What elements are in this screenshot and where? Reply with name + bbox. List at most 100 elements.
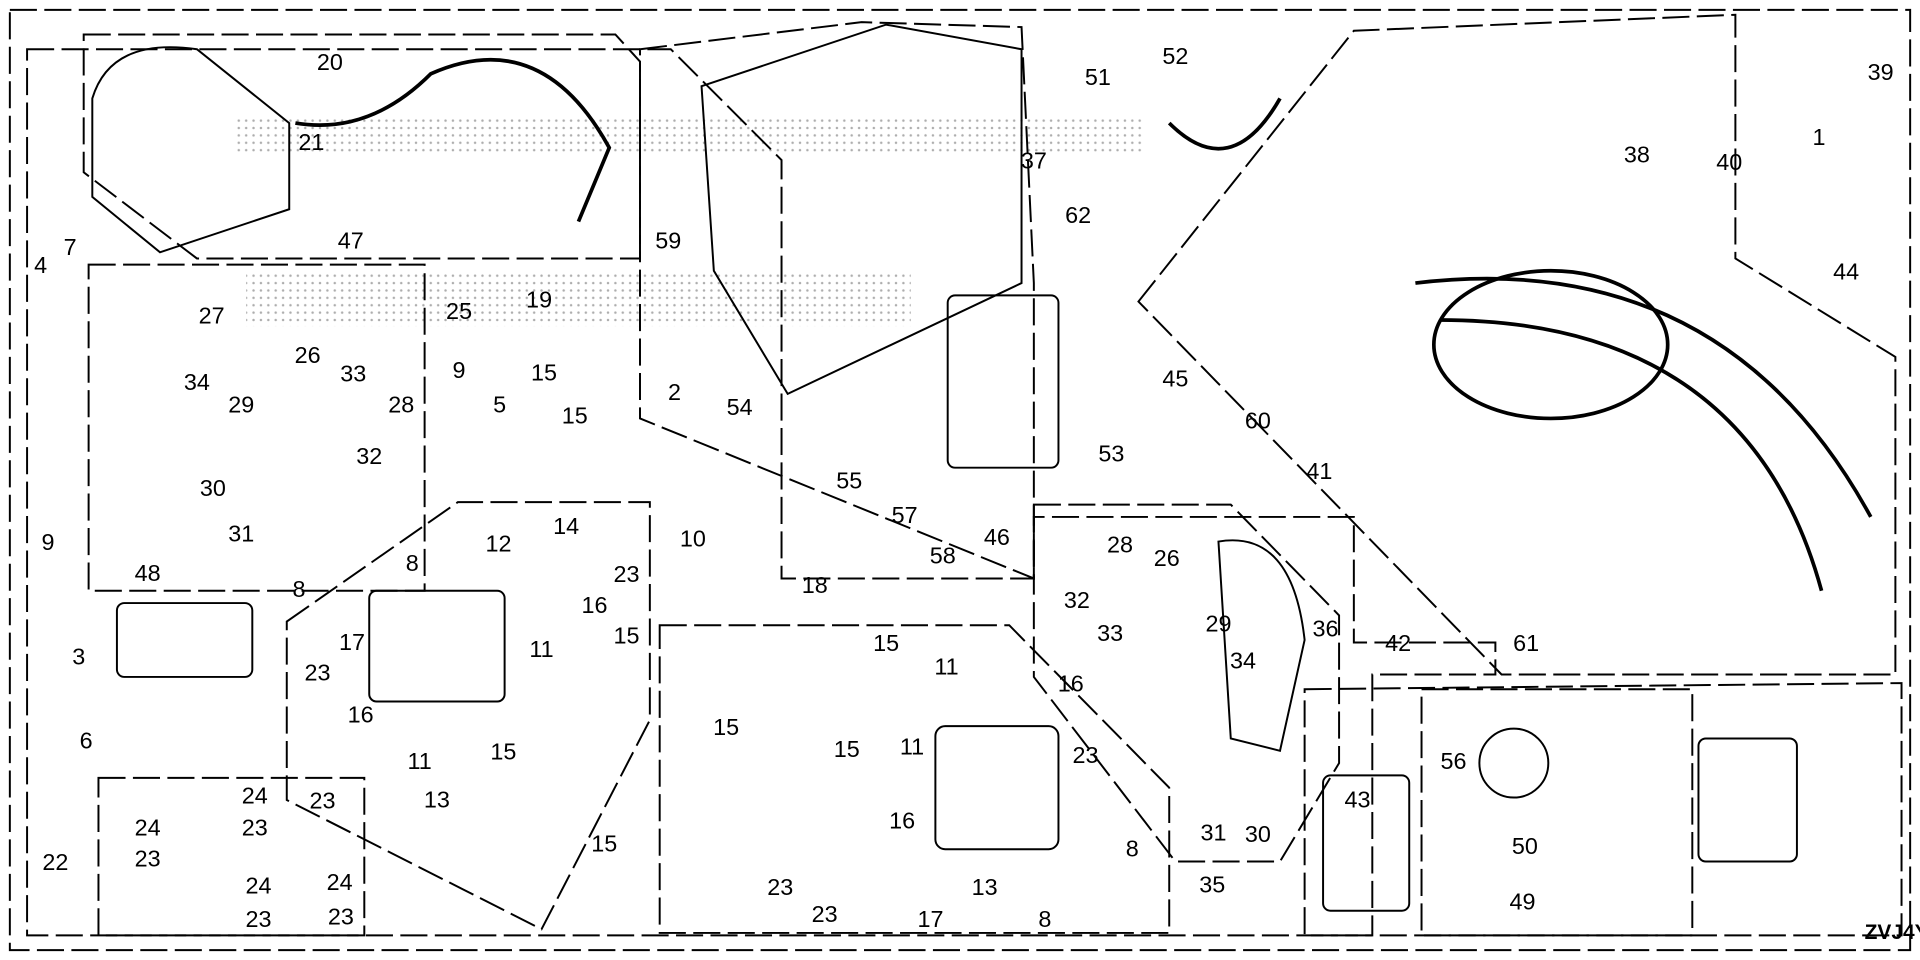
callout-26: 26 <box>295 342 321 368</box>
callout-28: 28 <box>388 391 414 417</box>
callout-6: 6 <box>80 727 93 753</box>
callout-12: 12 <box>485 530 511 556</box>
frame-22 <box>97 776 366 937</box>
callout-23: 23 <box>812 901 838 927</box>
callout-20: 20 <box>317 49 343 75</box>
callout-60: 60 <box>1245 407 1271 433</box>
callout-16: 16 <box>1058 671 1084 697</box>
callout-34: 34 <box>1230 647 1256 673</box>
callout-24: 24 <box>135 815 161 841</box>
callout-11: 11 <box>529 636 553 662</box>
callout-3: 3 <box>72 644 85 670</box>
callout-58: 58 <box>930 543 956 569</box>
callout-47: 47 <box>338 228 364 254</box>
callout-25: 25 <box>446 298 472 324</box>
callout-52: 52 <box>1162 43 1188 69</box>
callout-16: 16 <box>889 807 915 833</box>
harness-51 <box>1167 97 1282 151</box>
callout-29: 29 <box>228 391 254 417</box>
callout-23: 23 <box>242 815 268 841</box>
callout-9: 9 <box>453 357 466 383</box>
callout-16: 16 <box>581 592 607 618</box>
callout-28: 28 <box>1107 532 1133 558</box>
callout-44: 44 <box>1833 258 1859 284</box>
callout-30: 30 <box>1245 821 1271 847</box>
harness-20 <box>295 58 612 223</box>
callout-24: 24 <box>242 783 268 809</box>
callout-17: 17 <box>917 906 943 932</box>
ecu-46 <box>946 294 1060 469</box>
callout-15: 15 <box>562 402 588 428</box>
outer-frame <box>8 8 1912 952</box>
callout-15: 15 <box>531 359 557 385</box>
callout-8: 8 <box>293 576 306 602</box>
callout-61: 61 <box>1513 630 1539 656</box>
callout-43: 43 <box>1345 786 1371 812</box>
callout-10: 10 <box>680 525 706 551</box>
callout-30: 30 <box>200 475 226 501</box>
callout-33: 33 <box>1097 620 1123 646</box>
callout-34: 34 <box>184 369 210 395</box>
callout-23: 23 <box>135 845 161 871</box>
callout-9: 9 <box>41 529 54 555</box>
group-frames <box>8 8 1912 952</box>
frame-35 <box>1032 503 1341 863</box>
part-sketches <box>91 23 1873 912</box>
callout-7: 7 <box>64 234 77 260</box>
diagram-code: ZVJ4Y0310 <box>1865 921 1920 944</box>
frame-10 <box>285 501 651 931</box>
harness-44 <box>1415 276 1873 592</box>
callout-14: 14 <box>553 513 579 539</box>
frame-42 <box>1303 682 1903 937</box>
switch-part <box>1478 727 1550 799</box>
callout-40: 40 <box>1716 149 1742 175</box>
callout-32: 32 <box>1064 587 1090 613</box>
callout-48: 48 <box>135 560 161 586</box>
callout-1: 1 <box>1813 124 1826 150</box>
callout-50: 50 <box>1512 833 1538 859</box>
callout-8: 8 <box>1038 906 1051 932</box>
callout-23: 23 <box>328 903 354 929</box>
callout-23: 23 <box>613 561 639 587</box>
callout-13: 13 <box>972 874 998 900</box>
callout-21: 21 <box>298 129 324 155</box>
callout-26: 26 <box>1154 545 1180 571</box>
callout-8: 8 <box>1126 836 1139 862</box>
callout-53: 53 <box>1098 441 1124 467</box>
callout-33: 33 <box>340 361 366 387</box>
cover-part <box>91 46 291 254</box>
callout-2: 2 <box>668 379 681 405</box>
callout-32: 32 <box>356 443 382 469</box>
callout-23: 23 <box>309 788 335 814</box>
frame-1 <box>1137 13 1897 676</box>
callout-24: 24 <box>245 873 271 899</box>
callout-15: 15 <box>713 714 739 740</box>
callout-23: 23 <box>245 906 271 932</box>
callout-42: 42 <box>1385 630 1411 656</box>
frame-2 <box>639 21 1035 580</box>
callout-39: 39 <box>1868 59 1894 85</box>
callout-27: 27 <box>199 303 225 329</box>
callout-45: 45 <box>1162 365 1188 391</box>
callout-38: 38 <box>1624 141 1650 167</box>
callout-19: 19 <box>526 287 552 313</box>
cover-43 <box>1322 774 1411 912</box>
callout-57: 57 <box>892 502 918 528</box>
callout-15: 15 <box>490 738 516 764</box>
switch-18 <box>934 725 1060 851</box>
callout-15: 15 <box>613 623 639 649</box>
callout-23: 23 <box>767 874 793 900</box>
callout-8: 8 <box>406 550 419 576</box>
lever-36 <box>1217 539 1306 752</box>
callout-56: 56 <box>1441 748 1467 774</box>
callout-24: 24 <box>327 869 353 895</box>
callout-31: 31 <box>228 521 254 547</box>
callout-15: 15 <box>591 831 617 857</box>
switch-10 <box>368 589 506 703</box>
callout-31: 31 <box>1201 820 1227 846</box>
callout-55: 55 <box>836 468 862 494</box>
callout-11: 11 <box>408 748 432 774</box>
